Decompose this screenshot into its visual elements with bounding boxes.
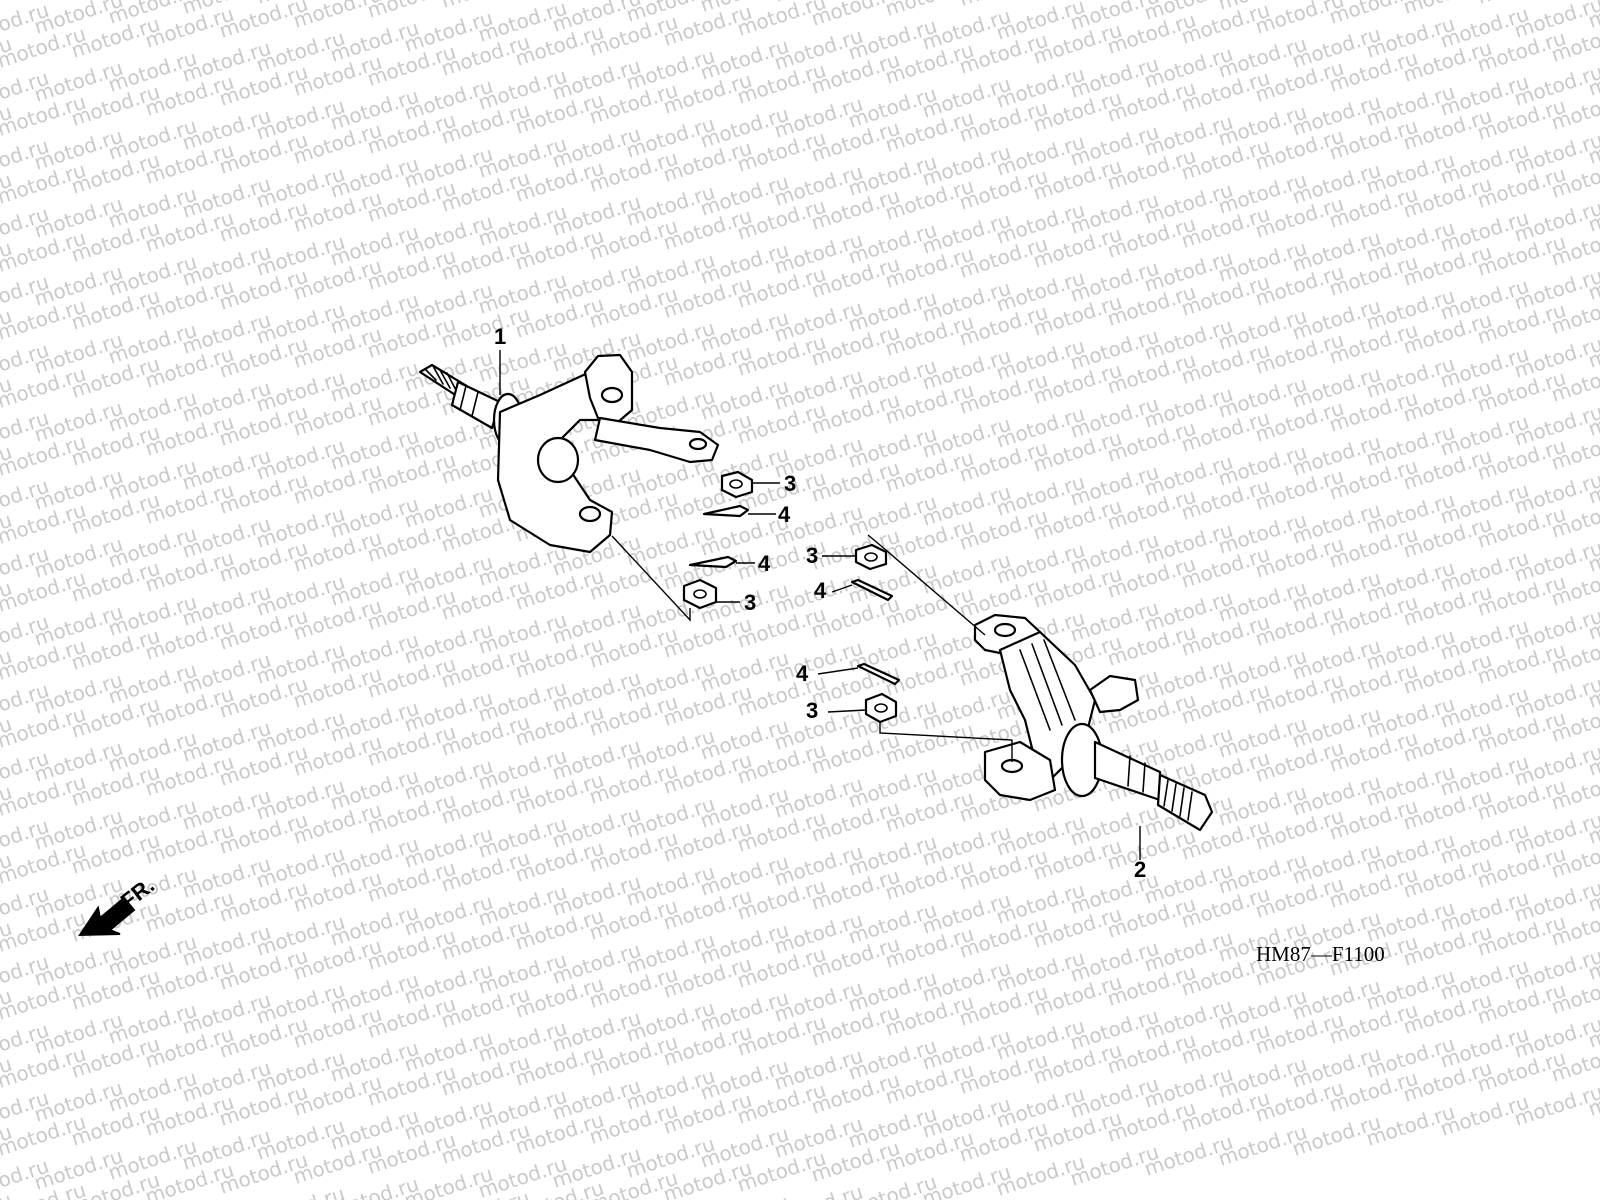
- callout-4c: 4: [814, 578, 827, 603]
- callout-4d: 4: [796, 661, 809, 686]
- castle-nut-c[interactable]: [854, 543, 888, 571]
- callout-2: 2: [1134, 857, 1146, 882]
- callout-3b: 3: [744, 590, 756, 615]
- callout-3d: 3: [806, 698, 818, 723]
- callout-1: 1: [494, 324, 506, 349]
- callout-3a: 3: [784, 471, 796, 496]
- watermark: motod.ru: [0, 1188, 15, 1200]
- castle-nut-d[interactable]: [864, 692, 898, 724]
- callout-4a: 4: [778, 502, 791, 527]
- callout-4b: 4: [758, 551, 771, 576]
- callout-3c: 3: [806, 543, 818, 568]
- figure-code: HM87—F1100: [1256, 942, 1385, 966]
